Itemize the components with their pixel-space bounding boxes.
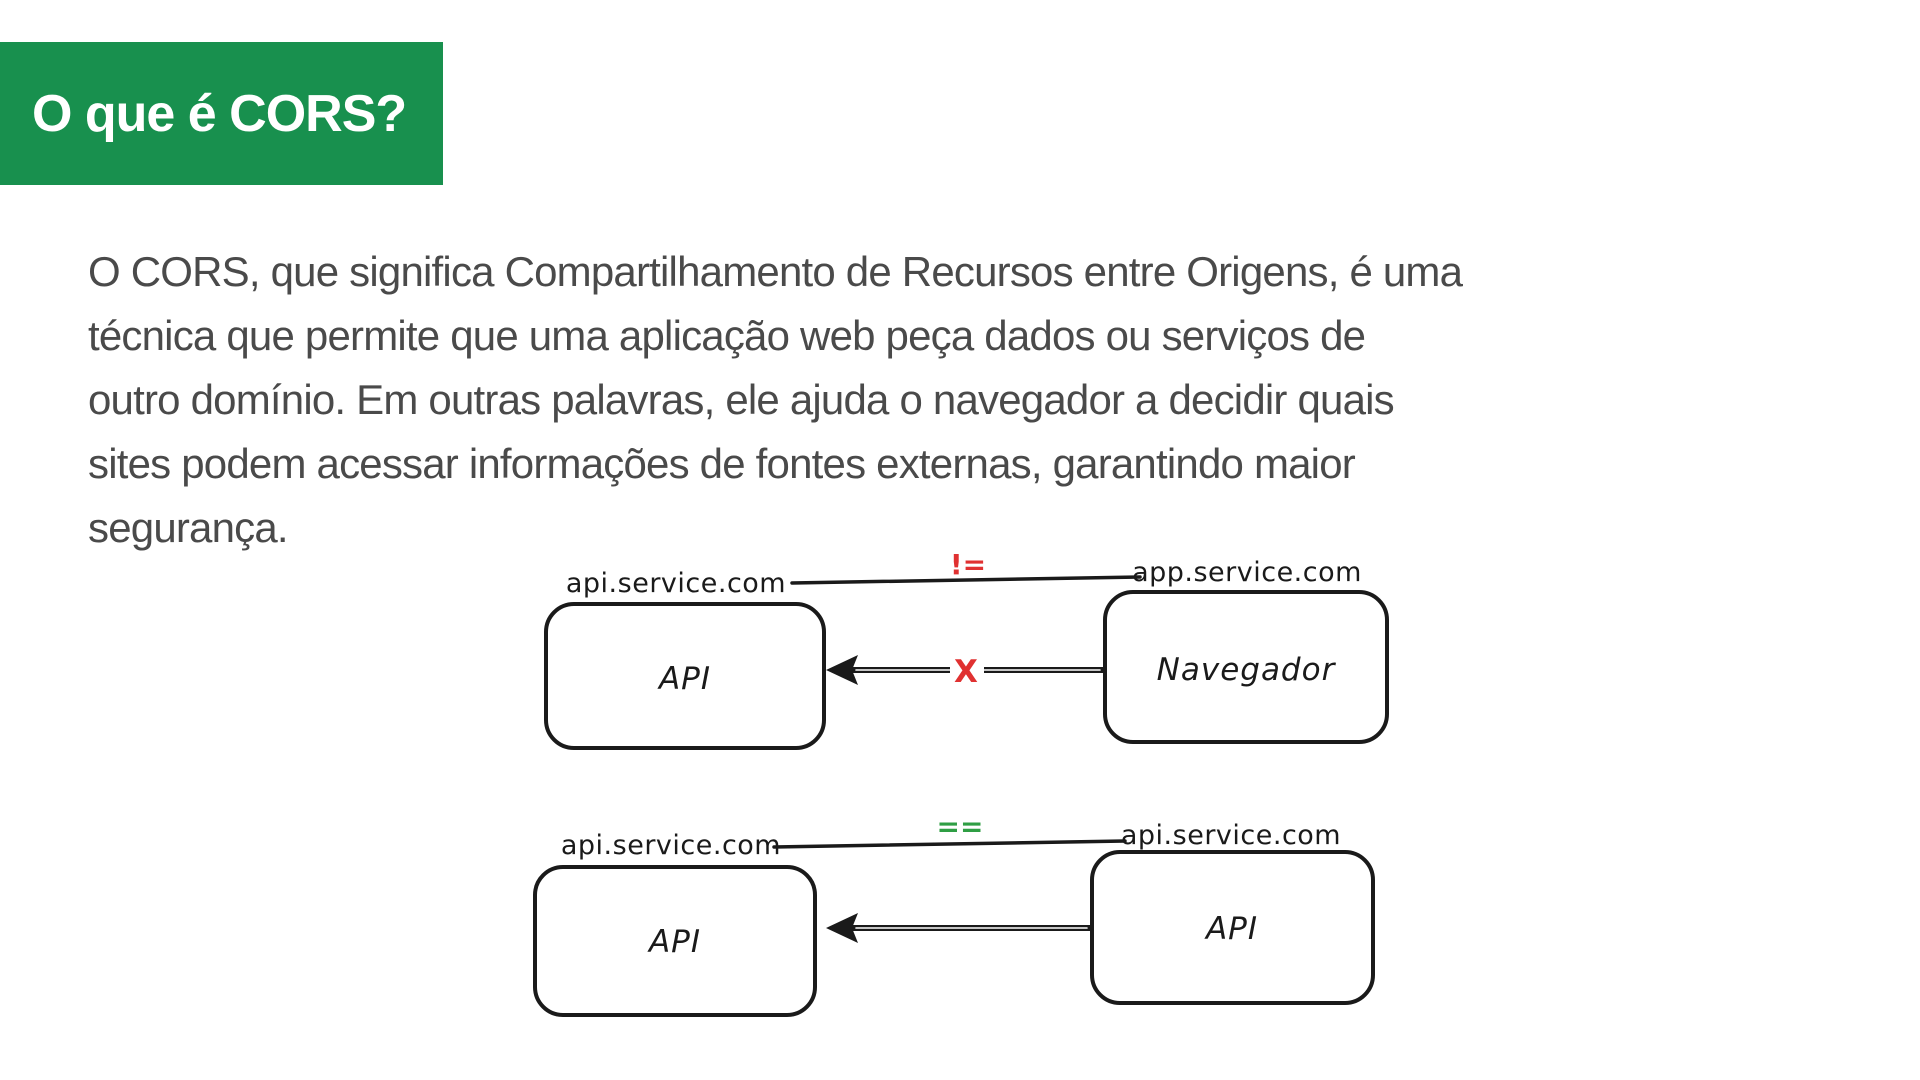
domain-connector-line: [772, 839, 1127, 849]
not-equal-symbol: !=: [950, 548, 986, 581]
domain-label-right: app.service.com: [1132, 557, 1362, 588]
paragraph-line: segurança.: [88, 504, 289, 551]
title-box: O que é CORS?: [0, 42, 443, 185]
api-box: [533, 865, 817, 1017]
x-mark-backdrop: [950, 652, 984, 686]
cors-diagram: api.service.com != app.service.com API N…: [533, 548, 1389, 1017]
domain-label-left: api.service.com: [561, 830, 781, 861]
domain-connector-line: [790, 575, 1142, 585]
api-box-label: API: [647, 924, 701, 960]
paragraph-line: O CORS, que significa Compartilhamento d…: [88, 248, 1463, 295]
page-title: O que é CORS?: [32, 84, 407, 143]
intro-paragraph: O CORS, que significa Compartilhamento d…: [88, 240, 1463, 560]
request-arrowhead: [826, 913, 858, 943]
diagram-blocked: api.service.com != app.service.com API N…: [544, 548, 1389, 750]
domain-label-left: api.service.com: [566, 568, 786, 599]
request-arrowhead: [826, 655, 858, 685]
api-box-label: API: [657, 661, 711, 697]
browser-box: [1103, 590, 1389, 744]
browser-box-label: Navegador: [1157, 652, 1337, 688]
paragraph-line: sites podem acessar informações de fonte…: [88, 440, 1356, 487]
domain-label-right: api.service.com: [1121, 820, 1341, 851]
equal-symbol: ==: [937, 810, 984, 843]
diagram-allowed: api.service.com == api.service.com API A…: [533, 810, 1375, 1017]
paragraph-line: outro domínio. Em outras palavras, ele a…: [88, 376, 1395, 423]
api-box-right-label: API: [1204, 911, 1258, 947]
paragraph-line: técnica que permite que uma aplicação we…: [88, 312, 1366, 359]
blocked-x-mark: X: [954, 654, 978, 690]
api-box: [544, 602, 826, 750]
